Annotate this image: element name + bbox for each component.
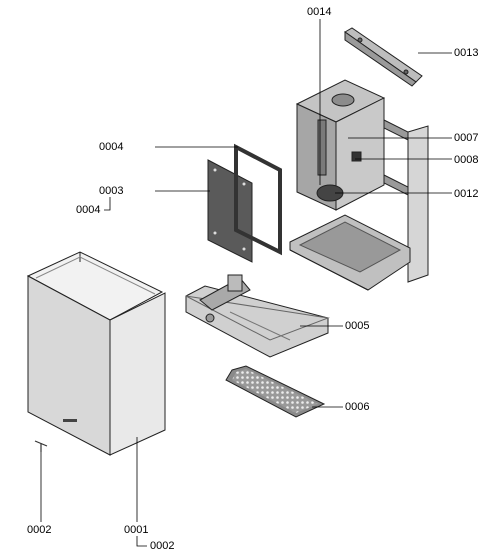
leader-0004-bottom (104, 197, 111, 211)
part-label-0013: 0013 (454, 47, 479, 59)
part-label-0002-casing: 0002 (150, 540, 175, 552)
part-label-0002-screw: 0002 (27, 524, 52, 536)
front-panel-part (207, 159, 253, 263)
screw-part (34, 440, 48, 452)
gasket-frame-part (234, 143, 282, 256)
part-label-0006: 0006 (345, 401, 370, 413)
grille-part (225, 365, 326, 418)
part-label-0014: 0014 (307, 6, 332, 18)
part-label-0007: 0007 (454, 132, 479, 144)
main-chassis-part (289, 79, 429, 291)
part-label-0005: 0005 (345, 320, 370, 332)
top-bracket-part (344, 27, 423, 87)
front-casing-part (26, 251, 166, 456)
part-label-0001: 0001 (124, 524, 149, 536)
base-pan-part (185, 274, 330, 358)
leader-0002-bottom (136, 536, 147, 547)
part-label-0004-gasket: 0004 (99, 141, 124, 153)
part-label-0004-lower: 0004 (76, 204, 101, 216)
part-label-0003: 0003 (99, 185, 124, 197)
part-label-0008: 0008 (454, 154, 479, 166)
leader-lines (40, 19, 452, 547)
part-label-0012: 0012 (454, 188, 479, 200)
